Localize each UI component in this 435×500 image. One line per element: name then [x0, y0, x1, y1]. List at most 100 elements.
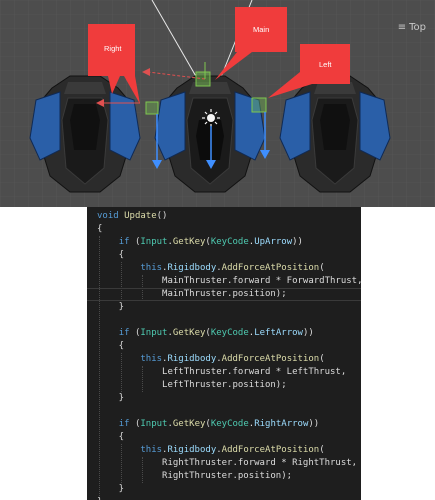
code-line[interactable]: }: [97, 301, 124, 314]
code-token: {: [97, 341, 125, 351]
current-line-highlight: [87, 288, 361, 301]
code-line[interactable]: {: [97, 431, 124, 444]
code-token: .: [248, 328, 255, 338]
code-token: RightThruster.position);: [97, 471, 293, 481]
code-token: Rigidbody: [167, 263, 217, 273]
code-token: GetKey: [172, 237, 206, 247]
code-line[interactable]: void Update(): [97, 210, 167, 223]
callout-main-label: Main: [253, 25, 269, 34]
code-line[interactable]: MainThruster.position);: [97, 288, 287, 301]
ship-right[interactable]: [279, 75, 391, 193]
code-line[interactable]: RightThruster.position);: [97, 470, 292, 483]
right-thruster-handle[interactable]: [251, 97, 267, 113]
callout-right: Right: [88, 24, 140, 104]
code-token: .: [162, 263, 168, 273]
code-token: .: [216, 354, 222, 364]
code-line[interactable]: {: [97, 223, 102, 236]
code-line[interactable]: {: [97, 340, 124, 353]
code-line[interactable]: LeftThruster.forward * LeftThrust,: [97, 366, 346, 379]
code-line[interactable]: LeftThruster.position);: [97, 379, 287, 392]
force-arrows: [152, 112, 270, 169]
indent-guide: [99, 236, 100, 496]
code-token: {: [97, 432, 125, 442]
code-token: RightArrow: [254, 419, 309, 429]
code-token: [97, 328, 119, 338]
code-line[interactable]: this.Rigidbody.AddForceAtPosition(: [97, 353, 324, 366]
code-token: [97, 237, 119, 247]
code-token: LeftThruster.position);: [97, 380, 287, 390]
code-token: LeftThruster.forward * LeftThrust,: [97, 367, 347, 377]
code-token: Update: [124, 211, 157, 221]
code-token: MainThruster.forward * ForwardThrust,: [97, 276, 361, 286]
ship-left[interactable]: [29, 75, 141, 193]
code-token: (): [156, 211, 168, 221]
code-token: KeyCode: [210, 419, 249, 429]
code-token: .: [216, 263, 222, 273]
code-line[interactable]: }: [97, 483, 124, 496]
code-line[interactable]: MainThruster.forward * ForwardThrust,: [97, 275, 361, 288]
code-token: (: [129, 328, 141, 338]
code-token: }: [97, 497, 102, 500]
code-token: Rigidbody: [167, 354, 217, 364]
code-token: (: [205, 237, 211, 247]
code-token: RightThruster.forward * RightThrust,: [97, 458, 358, 468]
hamburger-icon: ≡: [397, 22, 407, 33]
code-line[interactable]: }: [97, 496, 102, 500]
code-token: .: [248, 419, 255, 429]
code-token: .: [167, 419, 173, 429]
code-token: (: [319, 445, 325, 455]
indent-guide: [142, 457, 144, 483]
code-token: )): [292, 237, 303, 247]
code-token: if: [118, 328, 130, 338]
light-icon: [202, 109, 220, 127]
code-line[interactable]: if (Input.GetKey(KeyCode.UpArrow)): [97, 236, 303, 249]
code-token: (: [129, 419, 141, 429]
code-editor[interactable]: void Update(){ if (Input.GetKey(KeyCode.…: [87, 207, 361, 500]
code-token: )): [308, 419, 320, 429]
code-line[interactable]: }: [97, 392, 124, 405]
code-token: [97, 419, 119, 429]
code-line[interactable]: if (Input.GetKey(KeyCode.LeftArrow)): [97, 327, 314, 340]
code-line[interactable]: {: [97, 249, 124, 262]
code-token: this: [140, 263, 163, 273]
code-token: AddForceAtPosition: [221, 354, 320, 364]
callout-main: Main: [215, 7, 287, 80]
code-token: (: [129, 237, 141, 247]
code-token: (: [319, 263, 325, 273]
code-token: [97, 445, 140, 455]
code-token: }: [97, 484, 125, 494]
code-line[interactable]: this.Rigidbody.AddForceAtPosition(: [97, 444, 325, 457]
code-token: (: [205, 419, 211, 429]
indent-guide: [142, 366, 144, 392]
scene-view[interactable]: Right Main Left ≡Top: [0, 0, 435, 207]
code-line[interactable]: if (Input.GetKey(KeyCode.RightArrow)): [97, 418, 320, 431]
indent-guide: [120, 262, 122, 301]
view-orientation-label[interactable]: ≡Top: [397, 22, 426, 33]
code-token: void: [97, 211, 119, 221]
code-token: .: [216, 445, 222, 455]
code-token: [97, 263, 140, 273]
code-token: GetKey: [172, 328, 206, 338]
code-token: if: [118, 419, 130, 429]
code-token: Rigidbody: [167, 445, 217, 455]
code-token: if: [118, 237, 130, 247]
code-token: [97, 354, 140, 364]
code-token: }: [97, 393, 125, 403]
code-token: this: [140, 445, 163, 455]
code-token: .: [167, 237, 173, 247]
code-token: this: [140, 354, 163, 364]
code-token: (: [205, 328, 211, 338]
code-token: UpArrow: [254, 237, 293, 247]
callout-right-label: Right: [104, 44, 122, 53]
code-token: .: [162, 354, 168, 364]
ship-main[interactable]: [154, 75, 266, 193]
code-token: KeyCode: [210, 237, 249, 247]
code-token: Input: [140, 237, 168, 247]
scene-canvas[interactable]: Right Main Left: [0, 0, 435, 207]
left-thruster-handle[interactable]: [145, 101, 159, 115]
code-token: .: [162, 445, 168, 455]
code-token: GetKey: [172, 419, 206, 429]
code-line[interactable]: RightThruster.forward * RightThrust,: [97, 457, 357, 470]
code-line[interactable]: this.Rigidbody.AddForceAtPosition(: [97, 262, 325, 275]
code-token: {: [97, 224, 103, 234]
